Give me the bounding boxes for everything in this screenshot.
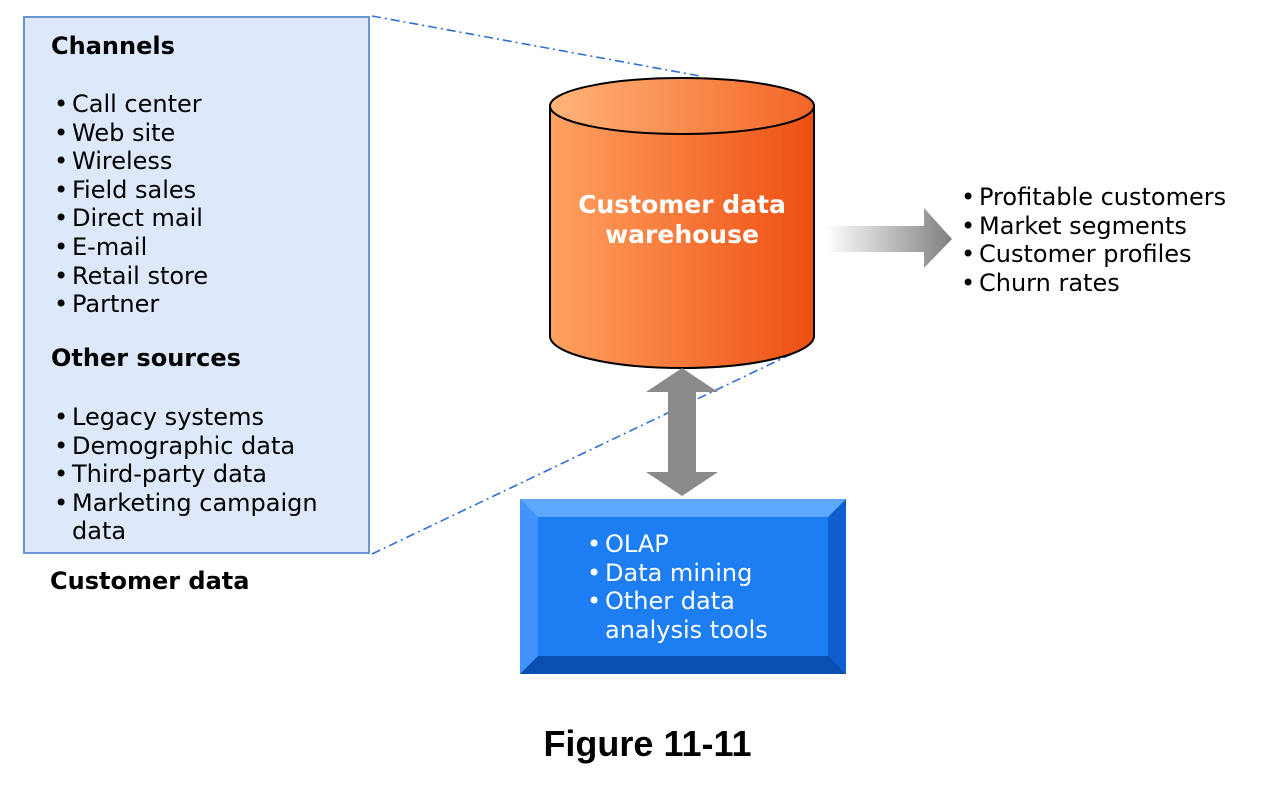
list-item: Call center (51, 90, 361, 119)
warehouse-label: Customer data warehouse (548, 190, 816, 250)
figure-caption: Figure 11-11 (543, 723, 752, 764)
list-item: Wireless (51, 147, 361, 176)
warehouse-label-line2: warehouse (605, 220, 759, 249)
connector-bottom-line (371, 349, 801, 555)
list-item: Legacy systems (51, 403, 366, 432)
list-item: Churn rates (958, 269, 1275, 298)
other-sources-heading: Other sources (51, 344, 241, 372)
list-item: Partner (51, 290, 361, 319)
list-item: Other data analysis tools (584, 587, 834, 644)
list-item: Demographic data (51, 432, 366, 461)
list-item: Retail store (51, 262, 361, 291)
double-arrow-icon (646, 368, 718, 496)
output-arrow-icon (826, 208, 952, 268)
other-sources-list: Legacy systems Demographic data Third-pa… (51, 403, 366, 546)
list-item: Marketing campaign data (51, 489, 366, 546)
list-item: Field sales (51, 176, 361, 205)
list-item: Direct mail (51, 204, 361, 233)
list-item: Customer profiles (958, 240, 1275, 269)
warehouse-cylinder-icon (549, 77, 815, 369)
customer-data-caption: Customer data (50, 567, 250, 595)
list-item: Data mining (584, 559, 834, 588)
list-item: Web site (51, 119, 361, 148)
list-item: Third-party data (51, 460, 366, 489)
customer-data-box: Channels Call center Web site Wireless F… (23, 16, 370, 554)
channels-list: Call center Web site Wireless Field sale… (51, 90, 361, 319)
outputs-list: Profitable customers Market segments Cus… (958, 183, 1275, 297)
list-item: E-mail (51, 233, 361, 262)
channels-heading: Channels (51, 32, 175, 60)
list-item: OLAP (584, 530, 834, 559)
list-item: Profitable customers (958, 183, 1275, 212)
warehouse-label-line1: Customer data (578, 190, 786, 219)
connector-top-line (371, 15, 701, 77)
list-item: Market segments (958, 212, 1275, 241)
analysis-tools-list: OLAP Data mining Other data analysis too… (584, 530, 834, 644)
